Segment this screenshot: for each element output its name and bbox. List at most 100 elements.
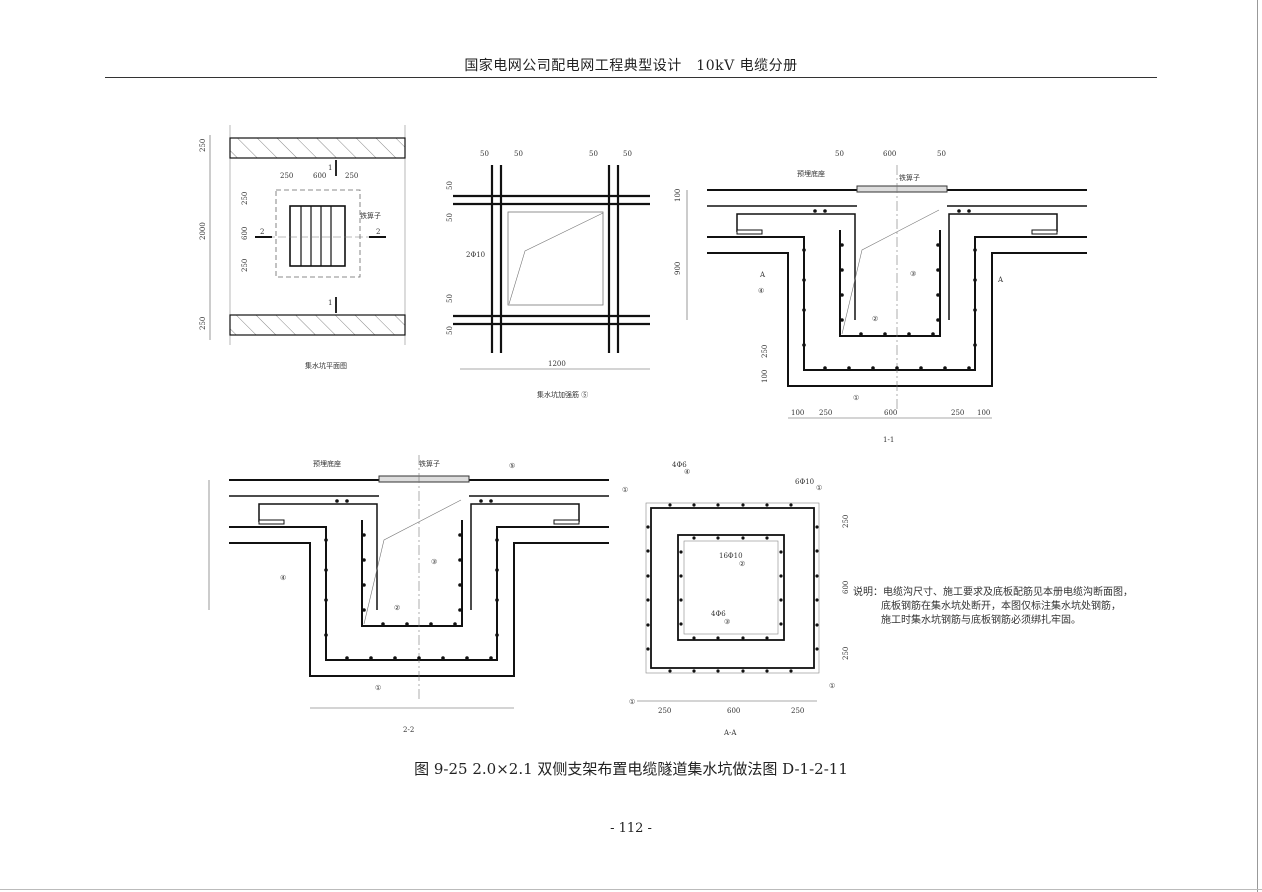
svg-text:②: ② xyxy=(394,604,400,612)
svg-text:②: ② xyxy=(872,315,878,323)
rebar-dot xyxy=(692,503,696,507)
svg-text:底板钢筋在集水坑处断开，本图仅标注集水坑处钢筋，: 底板钢筋在集水坑处断开，本图仅标注集水坑处钢筋， xyxy=(881,599,1121,612)
svg-text:50: 50 xyxy=(623,150,632,158)
svg-text:600: 600 xyxy=(727,707,740,715)
svg-text:100: 100 xyxy=(674,189,682,202)
svg-text:250: 250 xyxy=(241,259,249,272)
rebar-dot xyxy=(716,503,720,507)
section-2-2: 预埋底座 铁箅子 ① ② ③ ④ ⑤ 2-2 xyxy=(208,454,610,734)
rebar-dot xyxy=(646,549,650,553)
figure-caption: 图 9-25 2.0×2.1 双侧支架布置电缆隧道集水坑做法图 D-1-2-11 xyxy=(414,760,848,778)
svg-text:1: 1 xyxy=(328,299,332,307)
rebar-dot xyxy=(716,636,720,640)
rebar-dot xyxy=(741,636,745,640)
svg-text:4Φ6: 4Φ6 xyxy=(672,461,687,469)
svg-text:250: 250 xyxy=(819,409,832,417)
svg-text:1200: 1200 xyxy=(548,360,566,368)
rebar-dot xyxy=(779,598,783,602)
rebar-dot xyxy=(741,503,745,507)
rebar-dot xyxy=(668,669,672,673)
page-number: - 112 - xyxy=(610,821,652,836)
svg-text:16Φ10: 16Φ10 xyxy=(719,552,743,560)
rebar-dot xyxy=(646,525,650,529)
svg-text:250: 250 xyxy=(842,647,850,660)
svg-text:预埋底座: 预埋底座 xyxy=(797,169,825,178)
rebar-dot xyxy=(646,574,650,578)
rebar-dot xyxy=(668,503,672,507)
svg-text:③: ③ xyxy=(910,270,916,278)
svg-text:250: 250 xyxy=(842,515,850,528)
svg-text:50: 50 xyxy=(937,150,946,158)
svg-text:50: 50 xyxy=(514,150,523,158)
svg-text:①: ① xyxy=(622,486,628,494)
svg-text:250: 250 xyxy=(241,192,249,205)
rebar-view-title: 集水坑加强筋 ⑤ xyxy=(537,390,588,399)
svg-text:①: ① xyxy=(829,682,835,690)
svg-text:1: 1 xyxy=(328,164,332,172)
rebar-dot xyxy=(789,503,793,507)
rebar-dot xyxy=(692,636,696,640)
svg-text:250: 250 xyxy=(951,409,964,417)
rebar-dot xyxy=(765,503,769,507)
rebar-dot xyxy=(679,550,683,554)
rebar-dot xyxy=(765,536,769,540)
svg-text:③: ③ xyxy=(724,618,730,626)
rebar-dot xyxy=(679,574,683,578)
svg-text:①: ① xyxy=(375,684,381,692)
section-2-2-title: 2-2 xyxy=(403,726,414,734)
rebar-dot xyxy=(692,669,696,673)
svg-text:铁箅子: 铁箅子 xyxy=(899,173,920,182)
svg-text:50: 50 xyxy=(446,294,454,303)
rebar-dot xyxy=(646,647,650,651)
svg-text:2000: 2000 xyxy=(199,222,207,240)
svg-text:2: 2 xyxy=(260,228,264,236)
svg-text:②: ② xyxy=(739,560,745,568)
rebar-dot xyxy=(779,622,783,626)
svg-text:900: 900 xyxy=(674,262,682,275)
rebar-dot xyxy=(716,669,720,673)
rebar-dot xyxy=(815,598,819,602)
rebar-dot xyxy=(646,623,650,627)
svg-text:A: A xyxy=(759,271,766,279)
svg-text:50: 50 xyxy=(446,181,454,190)
svg-text:250: 250 xyxy=(199,139,207,152)
svg-text:③: ③ xyxy=(431,558,437,566)
svg-text:6Φ10: 6Φ10 xyxy=(795,478,814,486)
svg-text:铁箅子: 铁箅子 xyxy=(360,211,381,220)
svg-text:50: 50 xyxy=(480,150,489,158)
rebar-dot xyxy=(646,598,650,602)
svg-text:250: 250 xyxy=(761,345,769,358)
svg-text:2Φ10: 2Φ10 xyxy=(466,251,485,259)
svg-text:施工时集水坑钢筋与底板钢筋必须绑扎牢固。: 施工时集水坑钢筋与底板钢筋必须绑扎牢固。 xyxy=(881,613,1081,626)
rebar-dot xyxy=(789,669,793,673)
svg-text:①: ① xyxy=(816,484,822,492)
svg-text:600: 600 xyxy=(313,172,326,180)
rebar-dot xyxy=(716,536,720,540)
rebar-view: 1200 50 50 50 50 50 50 50 50 2Φ10 集水坑加强筋… xyxy=(446,150,650,399)
rebar-dot xyxy=(679,598,683,602)
rebar-dot xyxy=(741,536,745,540)
svg-text:600: 600 xyxy=(884,409,897,417)
page-frame-bottom xyxy=(0,889,1262,890)
notes: 说明：电缆沟尺寸、施工要求及底板配筋见本册电缆沟断面图， 底板钢筋在集水坑处断开… xyxy=(853,585,1133,626)
section-1-1-title: 1-1 xyxy=(883,436,894,444)
section-1-1: 预埋底座 铁箅子 50 600 50 100 900 250 100 100 2… xyxy=(674,150,1088,444)
rebar-dot xyxy=(765,669,769,673)
header-rule xyxy=(105,77,1157,78)
svg-text:④: ④ xyxy=(280,574,286,582)
svg-text:600: 600 xyxy=(842,581,850,594)
svg-text:600: 600 xyxy=(883,150,896,158)
rebar-dot xyxy=(815,647,819,651)
svg-text:600: 600 xyxy=(241,227,249,240)
svg-text:⑤: ⑤ xyxy=(509,462,515,470)
page-header: 国家电网公司配电网工程典型设计 10kV 电缆分册 xyxy=(464,58,798,74)
plan-view: 2000 250 250 250 600 250 250 600 250 铁箅子… xyxy=(199,125,406,370)
svg-text:4Φ6: 4Φ6 xyxy=(711,610,726,618)
svg-text:50: 50 xyxy=(446,326,454,335)
svg-text:说明：电缆沟尺寸、施工要求及底板配筋见本册电缆沟断面图，: 说明：电缆沟尺寸、施工要求及底板配筋见本册电缆沟断面图， xyxy=(853,585,1133,598)
svg-text:250: 250 xyxy=(280,172,293,180)
svg-text:50: 50 xyxy=(589,150,598,158)
svg-text:100: 100 xyxy=(791,409,804,417)
svg-text:预埋底座: 预埋底座 xyxy=(313,459,341,468)
